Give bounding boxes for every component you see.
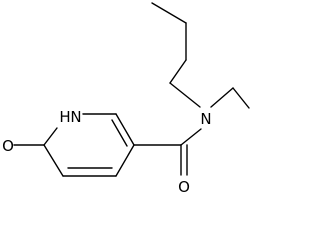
bond-n-carbonyl [180,128,202,146]
bond-butyl-3 [169,59,187,84]
bond-ring-c4-c3 [115,144,135,177]
atom-o-amide: O [178,178,190,196]
atom-n-amide: N [200,110,211,128]
bond-butyl-n [169,82,201,108]
bond-ring-c6-c5 [43,144,64,177]
bond-butyl-1 [151,2,187,24]
atom-h-ring: H [59,108,70,126]
bond-ring-c3-c2 [115,113,135,146]
atom-o-ring: O [2,137,14,155]
bond-ring-c3-c2-inner [111,119,128,147]
bond-n-ethyl [210,87,234,108]
bond-ring-n-c6 [43,127,58,146]
chemical-structure-diagram: N H N O O [2,2,250,196]
bond-ethyl [232,87,250,109]
atom-n-ring: N [70,108,81,126]
